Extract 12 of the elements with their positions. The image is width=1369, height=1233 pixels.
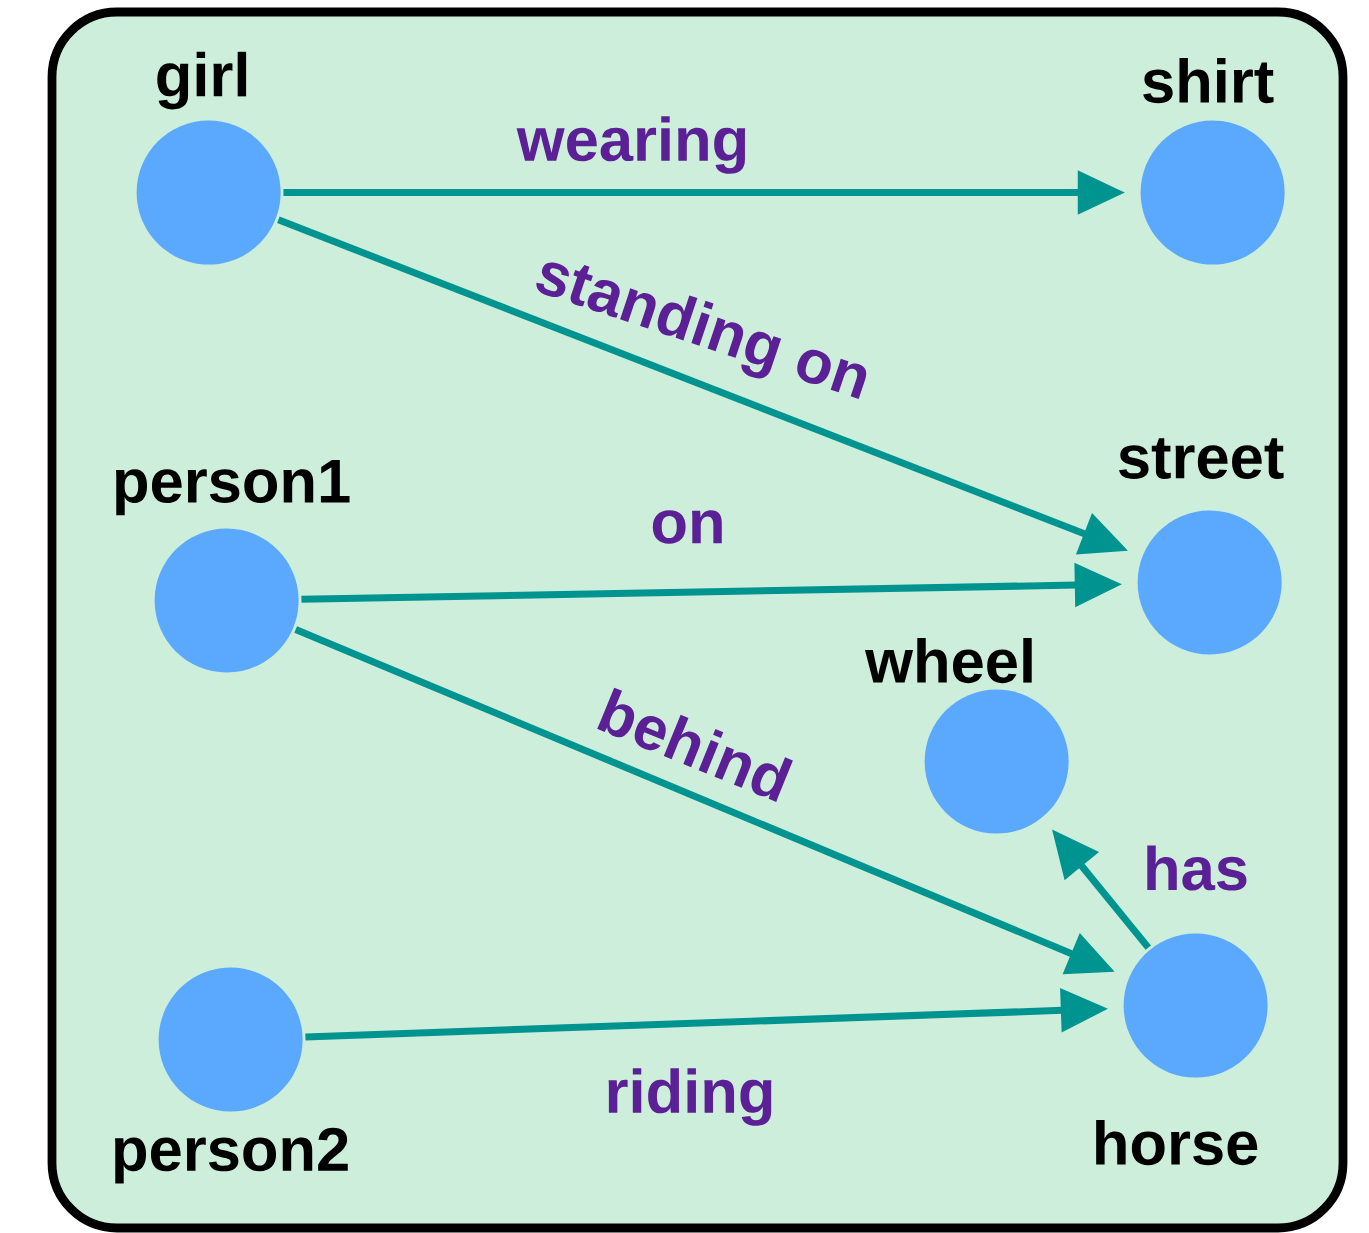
panel bbox=[47, 7, 1348, 1233]
node-label: street bbox=[1119, 438, 1284, 479]
node-label: person2 bbox=[115, 1127, 348, 1184]
edge-label: riding bbox=[608, 1068, 772, 1126]
edge-label: wearing bbox=[516, 116, 746, 174]
node-label: horse bbox=[1096, 1120, 1258, 1166]
node-label: shirt bbox=[1143, 58, 1274, 104]
node-label: person1 bbox=[116, 460, 350, 516]
edge-label: has bbox=[1147, 845, 1247, 891]
edge-label: on bbox=[652, 510, 722, 544]
node-label: girl bbox=[157, 51, 247, 110]
node-label: wheel bbox=[864, 638, 1032, 684]
